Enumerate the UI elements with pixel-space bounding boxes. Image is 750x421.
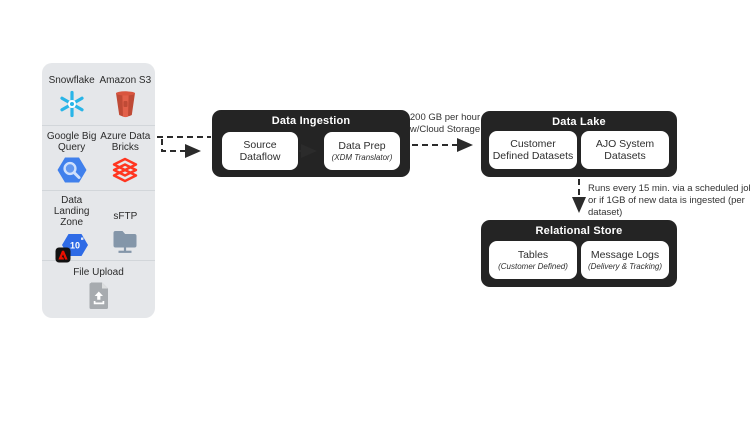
file-upload-icon [87, 281, 111, 310]
node-tables: Tables (Customer Defined) [489, 241, 577, 279]
node-message-logs: Message Logs (Delivery & Tracking) [581, 241, 669, 279]
svg-text:10: 10 [70, 240, 80, 250]
source-item-data-landing-zone: Data Landing Zone 10 [46, 195, 98, 263]
data-lake-title: Data Lake [552, 116, 606, 128]
node-sublabel: (XDM Translator) [331, 153, 393, 163]
node-sublabel: (Delivery & Tracking) [587, 262, 663, 272]
relational-store-title: Relational Store [535, 225, 623, 237]
source-group-4: File Upload [42, 260, 155, 316]
node-label: Tables [517, 248, 549, 261]
source-item-bigquery: Google Big Query [46, 130, 98, 184]
source-label: Google Big Query [46, 130, 97, 153]
source-label: File Upload [73, 266, 124, 278]
node-source-dataflow: Source Dataflow [222, 132, 298, 170]
source-label: Data Landing Zone [53, 195, 90, 229]
sftp-folder-icon [110, 225, 140, 254]
source-label: Snowflake [48, 74, 95, 86]
node-label: Data Prep [338, 139, 386, 152]
node-label: Message Logs [590, 248, 660, 261]
node-ajo-system-datasets: AJO System Datasets [581, 131, 669, 169]
databricks-icon [111, 156, 139, 184]
node-customer-defined-datasets: Customer Defined Datasets [489, 131, 577, 169]
source-label: Amazon S3 [99, 74, 152, 86]
bigquery-icon [56, 156, 88, 184]
source-group-2: Google Big Query Azure Data Bricks [42, 125, 155, 190]
amazon-s3-icon [112, 89, 139, 119]
data-sources-panel: Snowflake Amazon S3 [42, 63, 155, 318]
adobe-badge-icon [55, 247, 71, 263]
data-ingestion-title: Data Ingestion [271, 115, 351, 127]
node-label: AJO System Datasets [595, 137, 655, 162]
node-label: Source Dataflow [239, 138, 281, 163]
node-label: Customer Defined Datasets [492, 137, 574, 162]
annotation-ingest-to-lake: 200 GB per hour w/Cloud Storage [409, 112, 481, 136]
source-item-snowflake: Snowflake [46, 67, 98, 119]
node-data-prep: Data Prep (XDM Translator) [324, 132, 400, 170]
source-label: Azure Data Bricks [100, 130, 151, 153]
source-group-3: Data Landing Zone 10 sFTP [42, 190, 155, 263]
snowflake-icon [57, 89, 87, 119]
source-group-1: Snowflake Amazon S3 [42, 63, 155, 125]
data-landing-zone-icon: 10 [55, 232, 89, 263]
source-item-sftp: sFTP [99, 195, 151, 254]
source-item-databricks: Azure Data Bricks [99, 130, 151, 184]
source-item-amazon-s3: Amazon S3 [99, 67, 151, 119]
node-sublabel: (Customer Defined) [498, 262, 568, 272]
connector-sources-to-ingestion-arrow [161, 139, 201, 158]
annotation-lake-to-store: Runs every 15 min. via a scheduled job o… [588, 183, 750, 219]
source-label: sFTP [113, 210, 138, 222]
source-item-file-upload: File Upload [73, 265, 125, 310]
